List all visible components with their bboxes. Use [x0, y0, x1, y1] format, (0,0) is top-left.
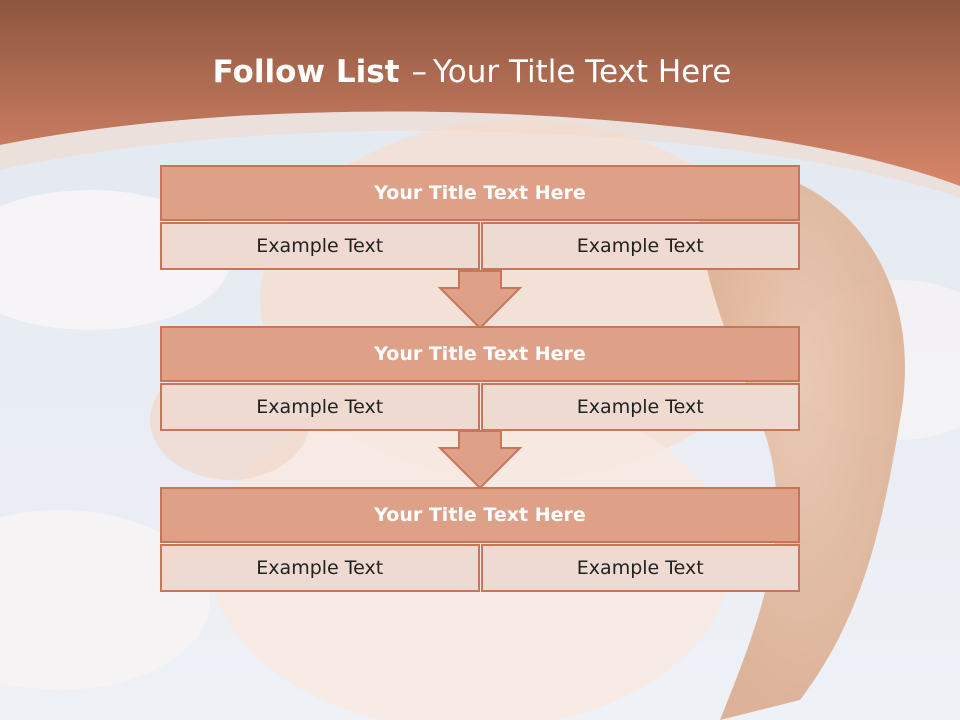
title-dash: – — [411, 54, 427, 90]
down-arrow-icon — [438, 430, 522, 490]
step-row: Example Text Example Text — [160, 544, 800, 592]
step-cell-left: Example Text — [160, 544, 480, 592]
step-cell-right: Example Text — [480, 222, 800, 270]
step-title: Your Title Text Here — [160, 326, 800, 382]
step-row: Example Text Example Text — [160, 222, 800, 270]
step-cell-right: Example Text — [480, 544, 800, 592]
step-row: Example Text Example Text — [160, 383, 800, 431]
step-title: Your Title Text Here — [160, 165, 800, 221]
step-box-2: Your Title Text Here Example Text Exampl… — [160, 326, 800, 431]
header-band — [0, 0, 960, 198]
title-bold-part: Follow List — [212, 54, 400, 90]
slide-title: Follow List–Your Title Text Here — [0, 54, 944, 90]
step-cell-left: Example Text — [160, 383, 480, 431]
step-cell-right: Example Text — [480, 383, 800, 431]
step-cell-left: Example Text — [160, 222, 480, 270]
step-box-1: Your Title Text Here Example Text Exampl… — [160, 165, 800, 270]
step-title: Your Title Text Here — [160, 487, 800, 543]
title-rest-part: Your Title Text Here — [432, 54, 732, 90]
step-box-3: Your Title Text Here Example Text Exampl… — [160, 487, 800, 592]
down-arrow-icon — [438, 270, 522, 330]
